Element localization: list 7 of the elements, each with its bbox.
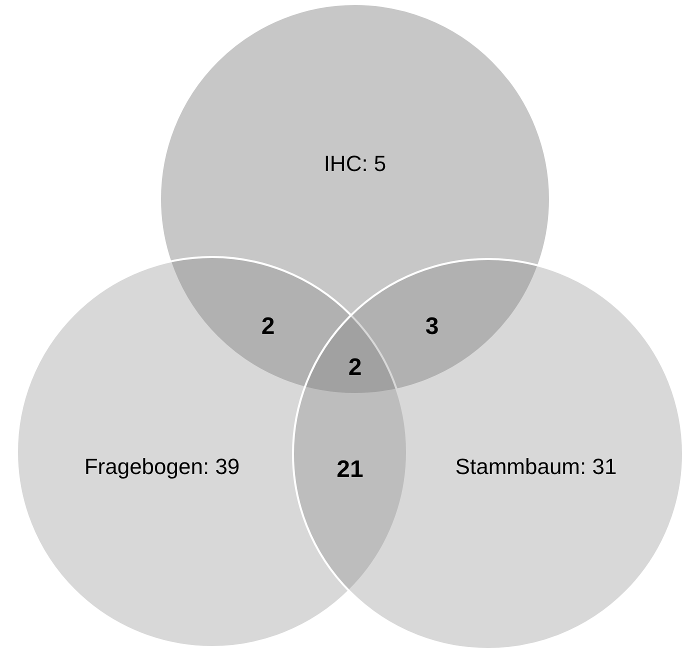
overlap-count: 3 [425, 313, 439, 341]
overlap-count: 2 [348, 354, 362, 382]
overlap-count: 21 [336, 456, 364, 484]
set-label: IHC: 5 [324, 151, 386, 177]
overlap-count: 2 [261, 313, 275, 341]
set-label: Fragebogen: 39 [84, 454, 240, 480]
set-label: Stammbaum: 31 [455, 454, 617, 480]
